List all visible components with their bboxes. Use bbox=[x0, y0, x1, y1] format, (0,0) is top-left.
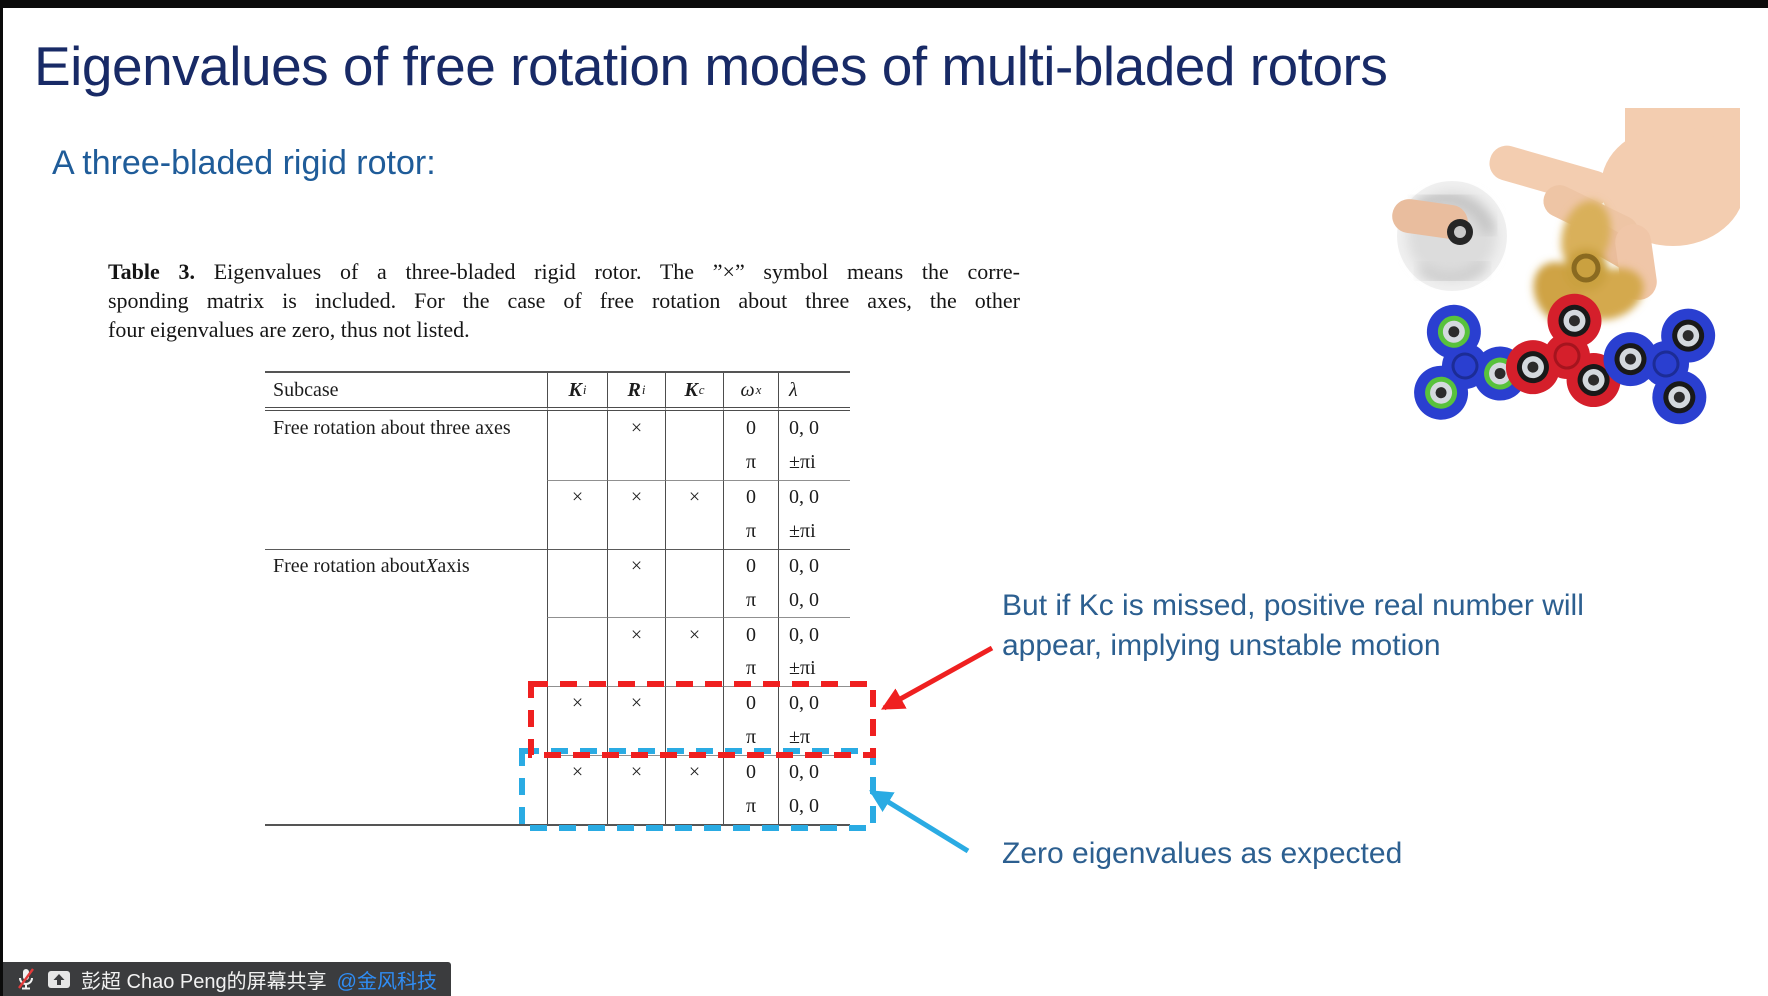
screen-share-icon bbox=[48, 970, 70, 988]
blurred-spinner-inset bbox=[1392, 181, 1507, 291]
table-cell-subcase: Free rotation about three axes bbox=[273, 416, 511, 439]
table-cell-omega: 0 bbox=[723, 754, 778, 790]
cyan-arrow bbox=[869, 789, 970, 854]
table-cell-subcase: Free rotation about X axis bbox=[265, 548, 547, 583]
table-cell-lambda: 0, 0 bbox=[778, 617, 850, 652]
window-top-border bbox=[0, 0, 1768, 8]
table-cell-lambda: ±πi bbox=[778, 651, 850, 687]
table-cell-omega: π bbox=[723, 651, 778, 687]
table-cell-ki bbox=[547, 617, 607, 652]
table-cell-ki: × bbox=[547, 754, 607, 790]
red-spinner bbox=[1505, 293, 1621, 408]
table-cell-omega: π bbox=[723, 445, 778, 480]
table-cell-lambda: 0, 0 bbox=[778, 686, 850, 721]
table-cell-lambda: ±πi bbox=[778, 445, 850, 480]
table-cell-ri: × bbox=[607, 686, 665, 721]
table-cell-ri: × bbox=[607, 548, 665, 583]
table-cell-omega: π bbox=[723, 720, 778, 755]
table-cell-lambda: 0, 0 bbox=[778, 754, 850, 790]
table-cell-kc: × bbox=[665, 754, 723, 790]
table-cell-lambda: 0, 0 bbox=[778, 411, 850, 446]
window-left-border bbox=[0, 0, 3, 996]
table-cell-ri: × bbox=[607, 754, 665, 790]
table-caption: Table 3. Eigenvalues of a three-bladed r… bbox=[108, 257, 1020, 344]
table-cell-kc bbox=[665, 686, 723, 721]
table-cell-ri: × bbox=[607, 411, 665, 446]
red-arrow bbox=[880, 645, 994, 711]
table-cell-kc bbox=[665, 548, 723, 583]
annotation-zero-eigenvalues: Zero eigenvalues as expected bbox=[1002, 837, 1403, 870]
hand-spinner-illustration bbox=[1489, 108, 1740, 326]
table-cell-omega: π bbox=[723, 582, 778, 618]
share-toolbar: 彭超 Chao Peng的屏幕共享 @金风科技 bbox=[3, 962, 451, 996]
mic-muted-icon bbox=[18, 968, 34, 990]
table-cell-omega: π bbox=[723, 789, 778, 824]
table-cell-ki: × bbox=[547, 479, 607, 515]
caption-line-2: sponding matrix is included. For the cas… bbox=[108, 288, 1020, 313]
table-cell-ki bbox=[547, 548, 607, 583]
table-cell-lambda: 0, 0 bbox=[778, 548, 850, 583]
presenter-name: 彭超 Chao Peng的屏幕共享 bbox=[81, 970, 327, 993]
table-cell-lambda: ±π bbox=[778, 720, 850, 755]
table-cell-kc: × bbox=[665, 617, 723, 652]
caption-line-3: four eigenvalues are zero, thus not list… bbox=[108, 317, 470, 342]
caption-line-1: Table 3. Eigenvalues of a three-bladed r… bbox=[108, 259, 1020, 284]
col-header-lambda: λ bbox=[778, 373, 850, 411]
slide-title: Eigenvalues of free rotation modes of mu… bbox=[34, 35, 1388, 97]
table-cell-lambda: 0, 0 bbox=[778, 479, 850, 515]
table-cell-ki: × bbox=[547, 686, 607, 721]
caption-table-label: Table 3. bbox=[108, 259, 195, 284]
blue-black-spinner bbox=[1603, 308, 1716, 425]
table-cell-kc bbox=[665, 411, 723, 446]
slide-subtitle: A three-bladed rigid rotor: bbox=[52, 144, 436, 182]
table-cell-omega: 0 bbox=[723, 617, 778, 652]
annotation-unstable-motion: But if Kc is missed, positive real numbe… bbox=[1002, 589, 1584, 662]
table-cell-ki bbox=[547, 411, 607, 446]
table-cell-lambda: 0, 0 bbox=[778, 789, 850, 824]
fidget-spinner-photo bbox=[1392, 108, 1740, 425]
col-header-subcase: Subcase bbox=[265, 373, 547, 411]
table-cell-omega: 0 bbox=[723, 686, 778, 721]
table-cell-omega: 0 bbox=[723, 479, 778, 515]
table-cell-omega: π bbox=[723, 514, 778, 549]
table-cell-lambda: 0, 0 bbox=[778, 582, 850, 618]
table-cell-lambda: ±πi bbox=[778, 514, 850, 549]
mention-link[interactable]: @金风科技 bbox=[336, 970, 437, 993]
table-cell-omega: 0 bbox=[723, 411, 778, 446]
table-cell-kc: × bbox=[665, 479, 723, 515]
table-cell-omega: 0 bbox=[723, 548, 778, 583]
table-cell-ri: × bbox=[607, 617, 665, 652]
table-cell-ri: × bbox=[607, 479, 665, 515]
